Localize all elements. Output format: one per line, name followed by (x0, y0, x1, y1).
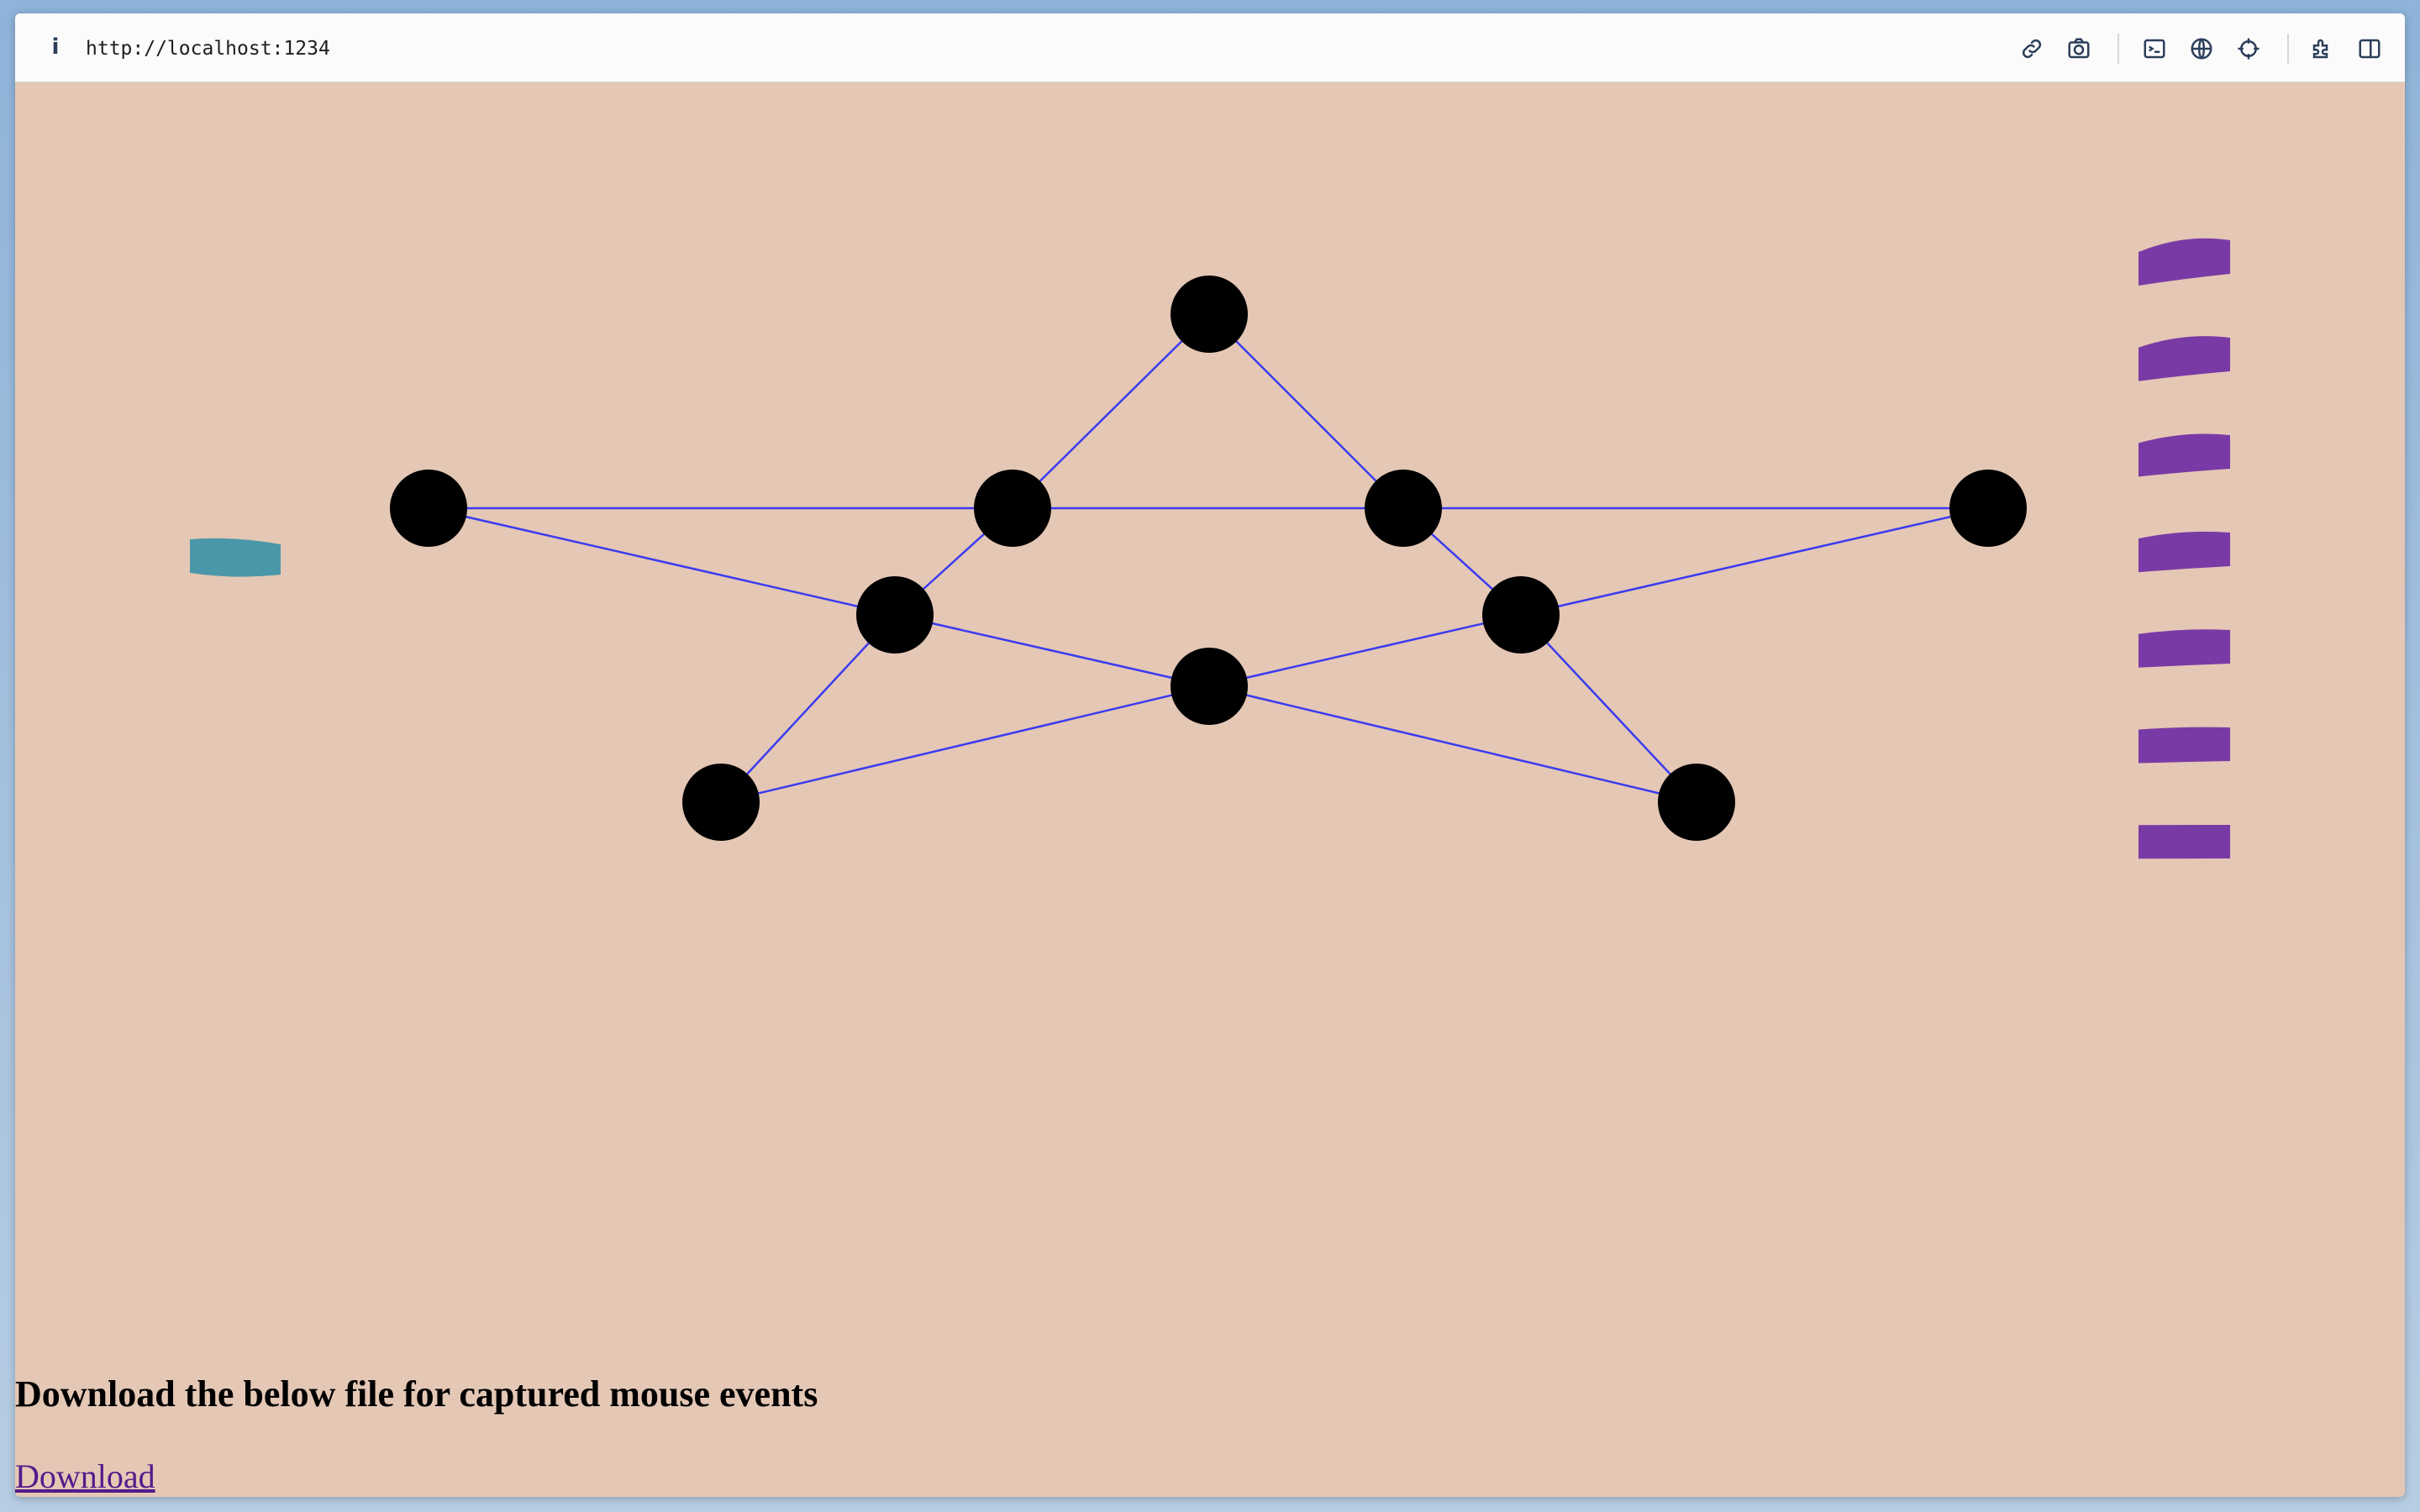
graph-node[interactable] (1171, 648, 1248, 725)
graph-edge (1012, 313, 1210, 509)
graph-edge (428, 507, 896, 617)
graph-edge (720, 614, 896, 803)
address-bar[interactable]: http://localhost:1234 (86, 38, 330, 60)
graph-edge (1208, 685, 1697, 804)
graph-edge (1520, 507, 1989, 617)
graph-edge (1208, 613, 1522, 688)
draggable-block-right[interactable] (2139, 629, 2230, 668)
page-heading: Download the below file for captured mou… (15, 1373, 818, 1415)
graph-edges (428, 313, 1989, 804)
graph-node[interactable] (1482, 576, 1560, 654)
extension-icon[interactable] (2306, 32, 2339, 66)
graph-node[interactable] (974, 470, 1051, 547)
graph-edge (1208, 313, 1404, 509)
draggable-block-right[interactable] (2139, 238, 2230, 286)
terminal-icon[interactable] (2138, 32, 2171, 66)
crosshair-icon[interactable] (2232, 32, 2265, 66)
draggable-block-right[interactable] (2139, 531, 2230, 573)
sidebar-icon[interactable] (2353, 32, 2386, 66)
info-icon[interactable]: i (51, 34, 60, 60)
camera-icon[interactable] (2062, 32, 2096, 66)
graph-edge (894, 613, 1210, 688)
graph-node[interactable] (1949, 470, 2027, 547)
link-icon[interactable] (2015, 32, 2049, 66)
graph-node[interactable] (390, 470, 467, 547)
download-link[interactable]: Download (15, 1457, 155, 1495)
draggable-block-right[interactable] (2139, 433, 2230, 477)
graph-nodes (390, 276, 2027, 841)
toolbar-divider (2118, 34, 2119, 64)
draggable-block-right[interactable] (2139, 336, 2230, 381)
graph-canvas[interactable]: Download the below file for captured mou… (15, 82, 2405, 1497)
graph-node[interactable] (1171, 276, 1248, 353)
graph-edge (720, 685, 1210, 804)
graph-svg (190, 238, 2230, 859)
draggable-block-right[interactable] (2139, 824, 2230, 859)
toolbar-divider (2287, 34, 2289, 64)
draggable-blocks (190, 238, 2230, 859)
globe-icon[interactable] (2185, 32, 2218, 66)
graph-node[interactable] (856, 576, 934, 654)
browser-toolbar: i http://localhost:1234 (15, 13, 2405, 82)
graph-node[interactable] (682, 764, 760, 841)
graph-node[interactable] (1658, 764, 1735, 841)
browser-window: i http://localhost:1234 (15, 13, 2405, 1497)
draggable-block-left[interactable] (190, 538, 281, 577)
graph-edge (1520, 614, 1697, 803)
draggable-block-right[interactable] (2139, 727, 2230, 764)
graph-node[interactable] (1365, 470, 1442, 547)
